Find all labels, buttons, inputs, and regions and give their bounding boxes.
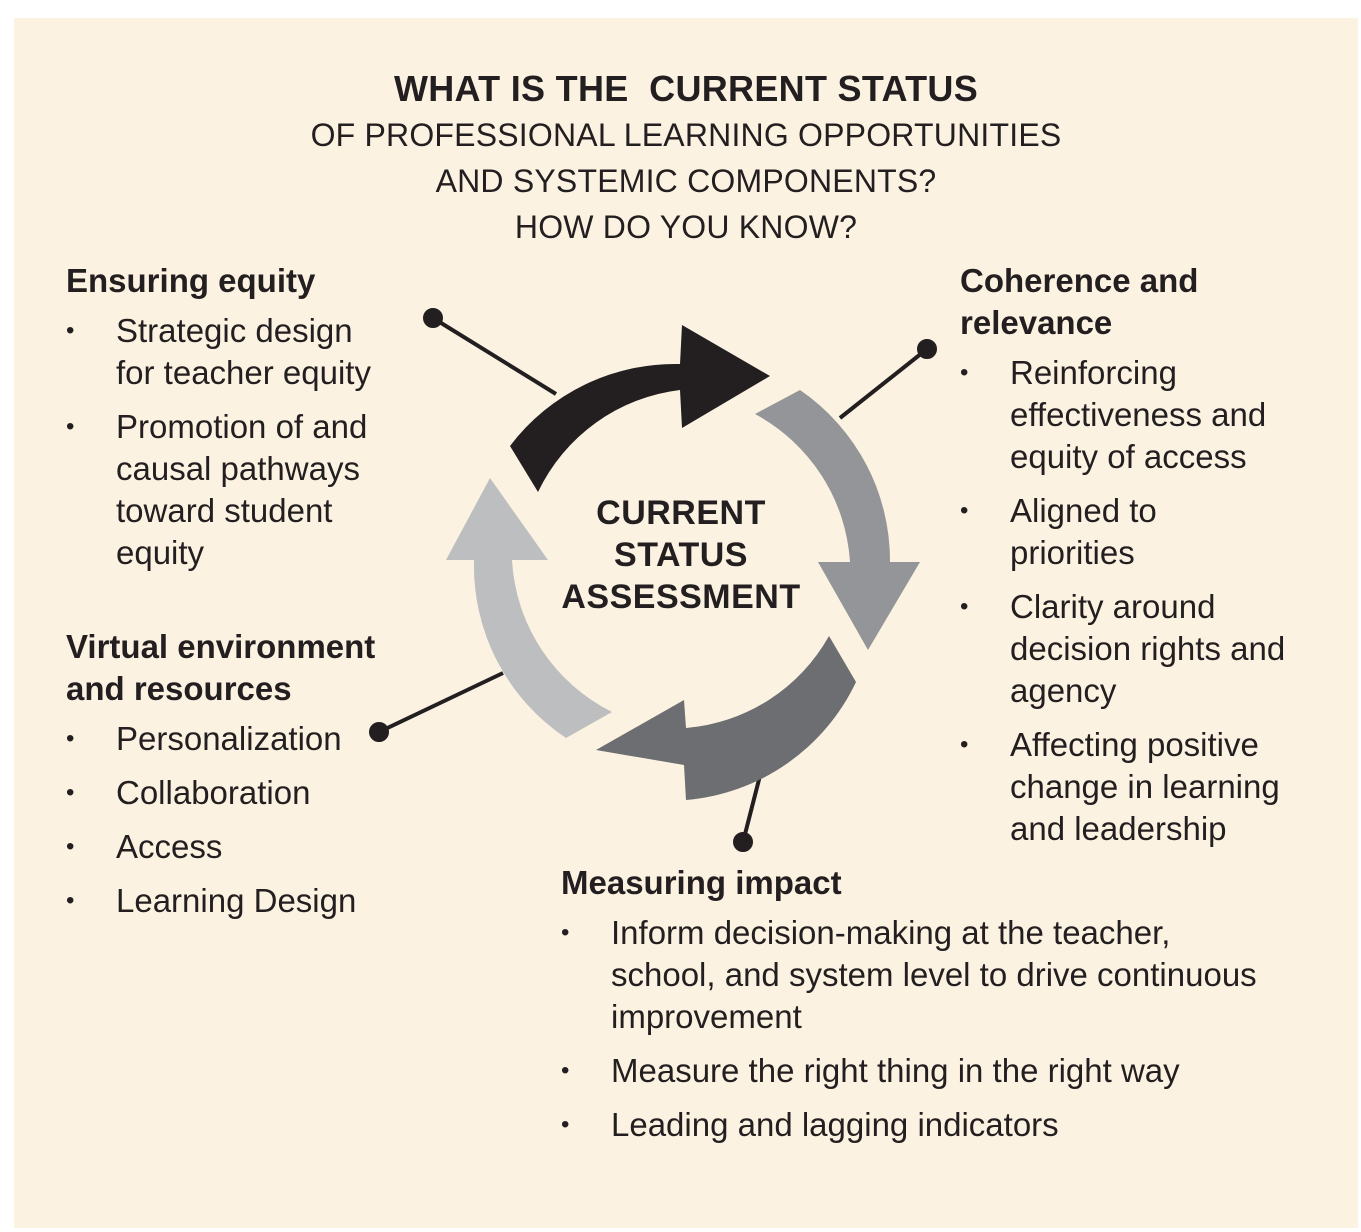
list-item-text: Inform decision-making at the teacher, s… <box>611 914 1257 1035</box>
list-item: • Aligned to priorities <box>960 490 1350 574</box>
list-item-text: Collaboration <box>116 774 311 811</box>
connector-line-equity <box>431 316 558 396</box>
cycle-arrow-right <box>755 390 920 650</box>
title-block: WHAT IS THE CURRENT STATUS OF PROFESSION… <box>14 66 1358 250</box>
list-item-text: Clarity around decision rights and agenc… <box>1010 588 1286 709</box>
list-item: • Promotion of and causal pathways toward… <box>66 406 466 574</box>
bullet-list: • Inform decision-making at the teacher, … <box>561 912 1341 1146</box>
background-panel <box>14 18 1358 1228</box>
bullet-icon: • <box>66 779 75 806</box>
list-item: • Personalization <box>66 718 466 760</box>
bullet-icon: • <box>960 731 969 758</box>
bullet-icon: • <box>66 317 75 344</box>
center-label-line: CURRENT <box>596 494 766 532</box>
list-item-text: Reinforcing effectiveness and equity of … <box>1010 354 1267 475</box>
section-ensuring-equity: Ensuring equity • Strategic design for te… <box>66 260 466 586</box>
title-sub-line: OF PROFESSIONAL LEARNING OPPORTUNITIES <box>310 117 1062 153</box>
list-item: • Measure the right thing in the right wa… <box>561 1050 1341 1092</box>
list-item-text: Leading and lagging indicators <box>611 1106 1059 1143</box>
section-measuring-impact: Measuring impact • Inform decision-making… <box>561 862 1341 1158</box>
list-item: • Reinforcing effectiveness and equity of… <box>960 352 1350 478</box>
list-item: • Clarity around decision rights and agen… <box>960 586 1350 712</box>
center-label-line: ASSESSMENT <box>561 578 801 616</box>
list-item-text: Personalization <box>116 720 342 757</box>
title-sub-line: HOW DO YOU KNOW? <box>514 209 858 245</box>
bullet-icon: • <box>561 919 570 946</box>
list-item: • Inform decision-making at the teacher, … <box>561 912 1341 1038</box>
list-item-text: Affecting positive change in learning an… <box>1010 726 1280 847</box>
center-label-line: STATUS <box>614 536 748 574</box>
list-item: • Learning Design <box>66 880 466 922</box>
list-item-text: Aligned to priorities <box>1010 492 1157 571</box>
list-item: • Strategic design for teacher equity <box>66 310 466 394</box>
bullet-icon: • <box>66 833 75 860</box>
connector-dot-coherence <box>917 339 937 359</box>
section-heading: Virtual environment and resources <box>66 628 376 707</box>
center-label: CURRENT STATUS ASSESSMENT <box>540 492 822 618</box>
connector-dot-impact <box>733 832 753 852</box>
list-item: • Affecting positive change in learning a… <box>960 724 1350 850</box>
list-item: • Collaboration <box>66 772 466 814</box>
cycle-arrow-bottom <box>596 636 856 800</box>
section-heading: Measuring impact <box>561 864 842 901</box>
bullet-icon: • <box>960 359 969 386</box>
list-item-text: Measure the right thing in the right way <box>611 1052 1180 1089</box>
bullet-icon: • <box>960 497 969 524</box>
bullet-icon: • <box>561 1111 570 1138</box>
bullet-icon: • <box>66 725 75 752</box>
list-item-text: Promotion of and causal pathways toward … <box>116 408 368 571</box>
list-item: • Leading and lagging indicators <box>561 1104 1341 1146</box>
connector-dot-virtual <box>369 722 389 742</box>
bullet-icon: • <box>561 1057 570 1084</box>
cycle-arrow-top <box>510 325 770 492</box>
bullet-icon: • <box>960 593 969 620</box>
list-item-text: Learning Design <box>116 882 357 919</box>
section-virtual-environment: Virtual environment and resources • Perso… <box>66 626 466 934</box>
list-item-text: Strategic design for teacher equity <box>116 312 371 391</box>
connector-line-coherence <box>838 347 929 420</box>
title-main: WHAT IS THE CURRENT STATUS <box>393 68 979 109</box>
title-sub-line: AND SYSTEMIC COMPONENTS? <box>435 163 937 199</box>
list-item-text: Access <box>116 828 223 865</box>
section-coherence: Coherence and relevance • Reinforcing eff… <box>960 260 1350 862</box>
bullet-list: • Strategic design for teacher equity • Pr… <box>66 310 466 574</box>
section-heading: Coherence and relevance <box>960 262 1199 341</box>
connector-line-virtual <box>378 671 504 734</box>
section-heading: Ensuring equity <box>66 262 316 299</box>
bullet-list: • Reinforcing effectiveness and equity of… <box>960 352 1350 850</box>
bullet-icon: • <box>66 887 75 914</box>
connector-dot-equity <box>423 308 443 328</box>
list-item: • Access <box>66 826 466 868</box>
bullet-list: •Personalization •Collaboration •Access … <box>66 718 466 922</box>
cycle-arrow-left <box>446 478 612 738</box>
bullet-icon: • <box>66 413 75 440</box>
